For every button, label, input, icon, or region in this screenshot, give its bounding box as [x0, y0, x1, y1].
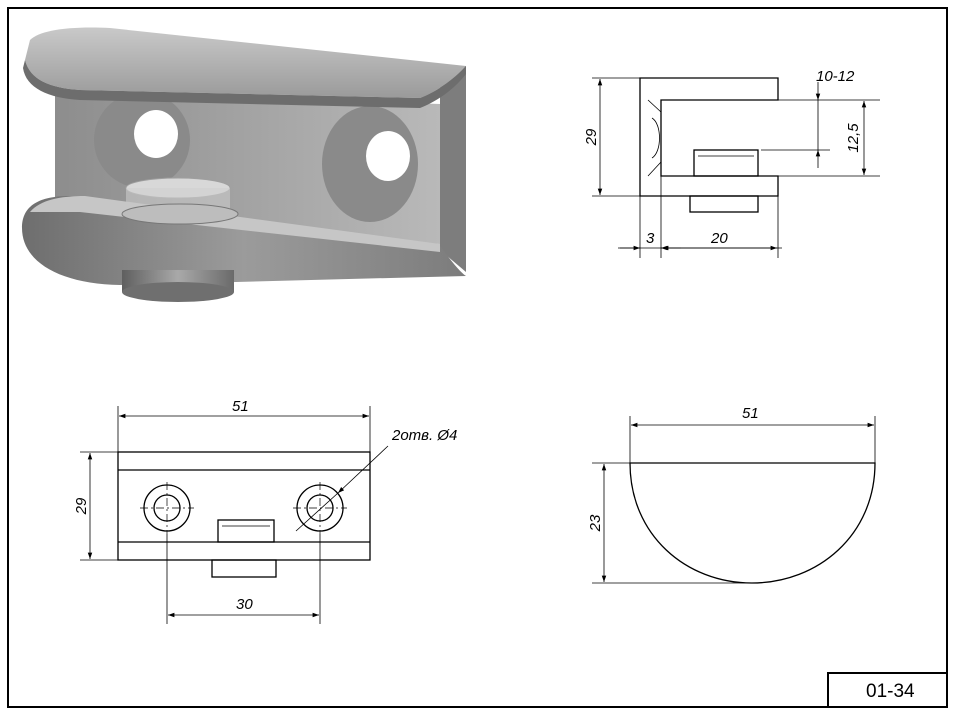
render-top-plate — [25, 27, 466, 98]
side-depth-label: 20 — [710, 230, 728, 247]
front-holes-label: 2отв. Ø4 — [391, 427, 457, 444]
side-screw-body — [689, 195, 759, 213]
top-width-label: 51 — [742, 405, 759, 422]
render-screw-top — [121, 203, 239, 225]
side-wall-label: 3 — [646, 230, 655, 247]
top-depth-label: 23 — [587, 514, 604, 532]
side-view: 29 10-12 12,5 3 20 — [583, 68, 880, 258]
render-hole-right — [366, 131, 410, 181]
sheet-border — [7, 7, 948, 708]
side-glass-label: 10-12 — [816, 68, 855, 85]
front-spacing-label: 30 — [236, 596, 253, 613]
side-inner-label: 12,5 — [845, 123, 862, 153]
top-outline — [629, 462, 876, 584]
top-view: 51 23 — [587, 405, 876, 584]
drawing-code: 01-34 — [866, 681, 915, 702]
side-height-label: 29 — [583, 128, 600, 146]
title-block: 01-34 — [827, 672, 948, 708]
isometric-render — [22, 27, 466, 302]
front-view: 51 29 2отв. Ø4 30 — [73, 398, 457, 624]
side-gasket — [647, 99, 662, 177]
front-height-label: 29 — [73, 497, 90, 515]
title-block-frame — [827, 672, 948, 708]
render-side-face — [440, 66, 466, 272]
render-top-plate-edge — [23, 60, 466, 108]
render-screw-bottom — [122, 282, 234, 302]
front-screw-body — [211, 559, 277, 578]
front-width-label: 51 — [232, 398, 249, 415]
front-screw-head — [217, 519, 275, 543]
side-screw-head — [693, 149, 759, 177]
render-hole-left — [134, 110, 178, 158]
